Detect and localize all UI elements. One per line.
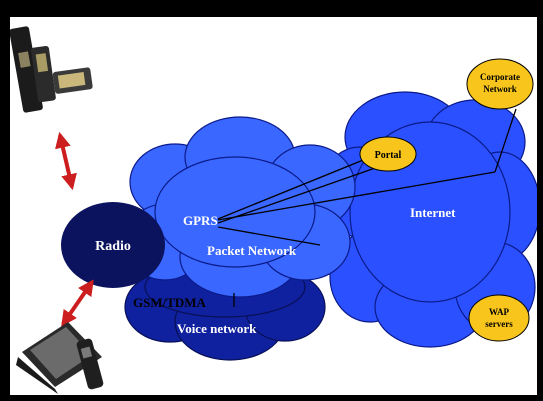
gsm-tdma-label: GSM/TDMA [133, 295, 207, 310]
phone-devices-icon [10, 26, 93, 113]
wap-label-line2: servers [485, 319, 513, 329]
portal-node [359, 136, 417, 172]
radio-arrow-bottom [61, 279, 94, 327]
portal-label: Portal [375, 150, 402, 161]
packet-network-label: Packet Network [207, 243, 297, 258]
wap-servers-node [468, 294, 530, 342]
connection-lines [217, 108, 517, 307]
gprs-label: GPRS [183, 213, 218, 228]
internet-label: Internet [410, 205, 456, 220]
corporate-label-line2: Network [483, 84, 517, 94]
packet-network-cloud [124, 116, 356, 298]
radio-node [61, 202, 165, 288]
voice-network-label: Voice network [177, 321, 257, 336]
corporate-network-node [466, 58, 534, 110]
radio-arrow-top [55, 131, 77, 191]
wap-label-line1: WAP [489, 307, 510, 317]
network-diagram: Radio GPRS Packet Network GSM/TDMA Voice… [10, 26, 537, 394]
corporate-label-line1: Corporate [480, 72, 520, 82]
radio-label: Radio [95, 239, 131, 254]
laptop-phone-icon [16, 322, 104, 394]
